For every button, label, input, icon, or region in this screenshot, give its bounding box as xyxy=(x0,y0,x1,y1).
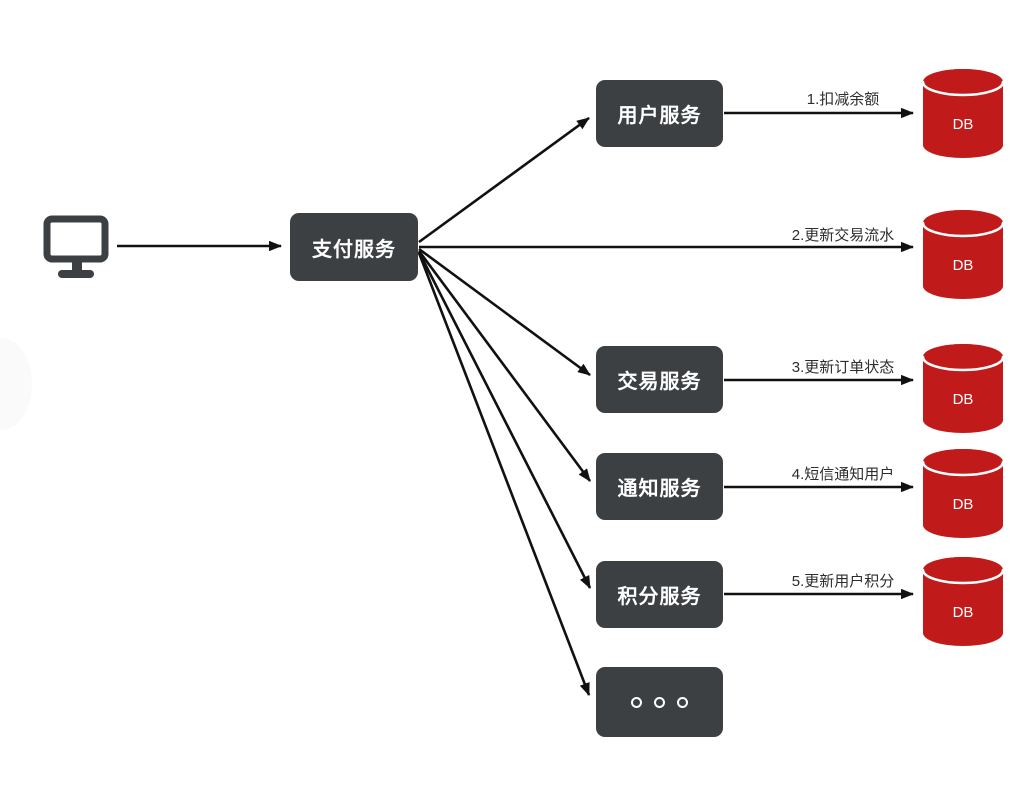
db-label: DB xyxy=(953,116,974,133)
node-payment-service: 支付服务 xyxy=(290,213,418,281)
node-notify-service: 通知服务 xyxy=(596,453,723,520)
dot-icon xyxy=(654,696,665,708)
edge-label-update-user-points: 5.更新用户积分 xyxy=(791,573,895,590)
arrow-payment-to-notify xyxy=(417,250,592,482)
dot-icon xyxy=(631,696,642,708)
edge-label-sms-notify-user: 4.短信通知用户 xyxy=(791,466,895,483)
node-label: 积分服务 xyxy=(617,586,702,608)
db-label: DB xyxy=(953,604,974,621)
db-label: DB xyxy=(953,391,974,408)
monitor-icon xyxy=(43,215,109,278)
node-label: 交易服务 xyxy=(617,371,702,393)
edge-label-deduct-balance: 1.扣减余额 xyxy=(806,91,880,108)
node-trade-service: 交易服务 xyxy=(596,346,723,413)
node-database-3: DB xyxy=(922,343,1004,435)
node-database-1: DB xyxy=(922,68,1004,160)
db-label: DB xyxy=(953,257,974,274)
node-label: 用户服务 xyxy=(617,105,702,127)
dot-icon xyxy=(677,696,688,708)
node-points-service: 积分服务 xyxy=(596,561,723,628)
node-more-services xyxy=(596,667,723,737)
node-user-service: 用户服务 xyxy=(596,80,723,147)
node-database-2: DB xyxy=(922,209,1004,301)
arrow-payment-to-more xyxy=(417,252,591,696)
ellipsis-dots xyxy=(631,696,688,708)
db-label: DB xyxy=(953,496,974,513)
node-label: 通知服务 xyxy=(617,478,702,500)
background-artifact xyxy=(0,338,32,430)
arrow-payment-to-user xyxy=(418,116,590,244)
node-database-5: DB xyxy=(922,556,1004,648)
node-label: 支付服务 xyxy=(312,238,396,261)
edge-label-update-transaction-log: 2.更新交易流水 xyxy=(791,227,895,244)
arrow-payment-to-trade xyxy=(418,247,591,377)
edge-label-update-order-status: 3.更新订单状态 xyxy=(791,359,895,376)
client-node xyxy=(42,214,110,280)
node-database-4: DB xyxy=(922,448,1004,540)
arrow-payment-to-points xyxy=(417,251,592,589)
